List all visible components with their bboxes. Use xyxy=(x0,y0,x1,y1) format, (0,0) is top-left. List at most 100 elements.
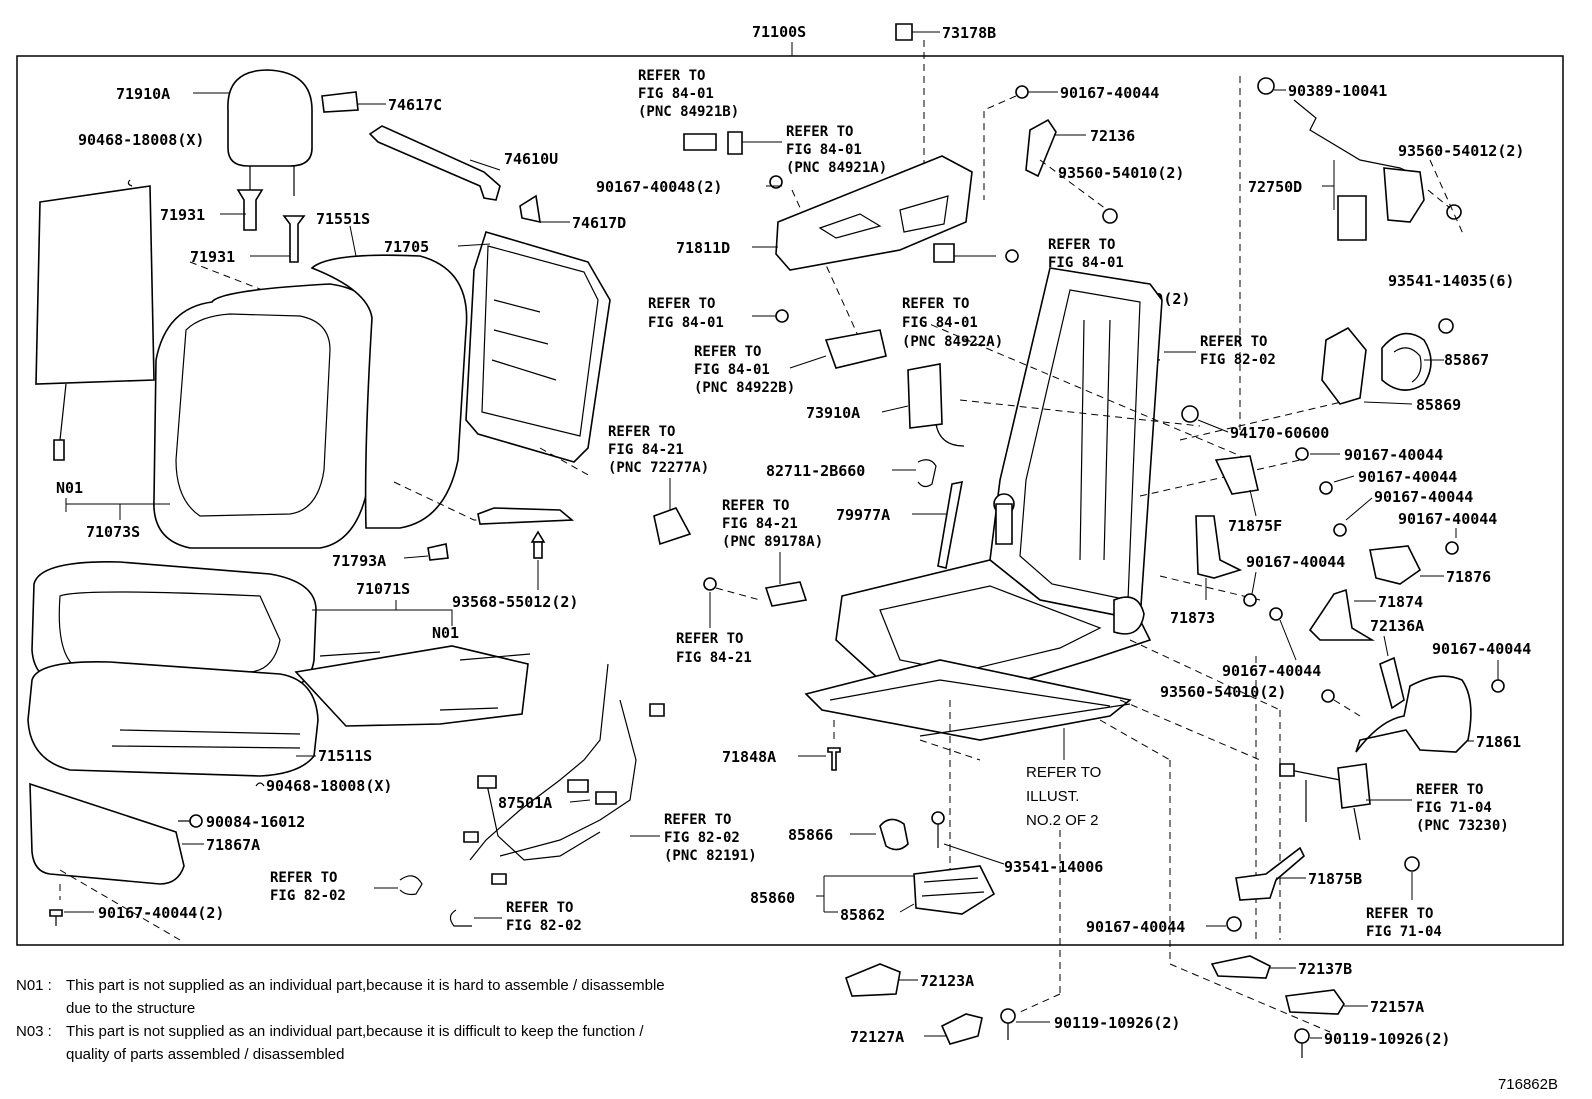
shield-part xyxy=(845,963,901,997)
part-label: 71705 xyxy=(384,238,429,256)
bushing-part xyxy=(1181,405,1199,423)
svg-text:REFER TO: REFER TO xyxy=(1026,764,1101,781)
part-label: 71551S xyxy=(316,210,370,228)
svg-text:FIG 84-21: FIG 84-21 xyxy=(676,650,752,666)
knob-part xyxy=(1379,656,1405,710)
screw-part xyxy=(1333,523,1347,537)
screw-part xyxy=(1226,916,1242,932)
part-label: N01 xyxy=(56,479,83,497)
side-cover-part xyxy=(1355,675,1472,753)
bolt-part xyxy=(703,577,717,591)
part-label: 93568-55012(2) xyxy=(452,593,578,611)
svg-text:FIG 71-04: FIG 71-04 xyxy=(1416,800,1492,816)
part-label: 74617D xyxy=(572,214,626,232)
svg-text:REFER TO: REFER TO xyxy=(1200,334,1267,350)
back-board-part xyxy=(35,185,155,385)
svg-text:REFER TO: REFER TO xyxy=(722,498,789,514)
svg-text:FIG 84-21: FIG 84-21 xyxy=(722,516,798,532)
footnote-text: This part is not supplied as an individu… xyxy=(66,977,665,994)
svg-text:FIG 84-01: FIG 84-01 xyxy=(694,362,770,378)
bolt-part xyxy=(530,530,546,559)
screw-part xyxy=(1491,679,1505,693)
seatback-frame-part xyxy=(465,231,611,463)
refer-note: REFER TO FIG 84-01 (PNC 84921B) xyxy=(638,68,739,120)
part-label: 72136A xyxy=(1370,617,1424,635)
svg-text:REFER TO: REFER TO xyxy=(1366,906,1433,922)
bolt-part xyxy=(49,909,63,926)
svg-text:FIG 82-02: FIG 82-02 xyxy=(506,918,582,934)
part-label: 71793A xyxy=(332,552,386,570)
part-label: 71875B xyxy=(1308,870,1362,888)
svg-text:FIG 84-01: FIG 84-01 xyxy=(1048,255,1124,271)
svg-text:(PNC 84921A): (PNC 84921A) xyxy=(786,160,887,176)
part-label: 72127A xyxy=(850,1028,904,1046)
cover-part xyxy=(321,91,359,113)
retainer-part xyxy=(827,747,841,771)
refer-note: REFER TO FIG 82-02 (PNC 82191) xyxy=(664,812,757,864)
seat-frame-part xyxy=(804,267,1163,741)
screw-part xyxy=(1319,481,1333,495)
refer-note: REFER TO FIG 84-01 xyxy=(648,296,724,331)
svg-text:REFER TO: REFER TO xyxy=(1048,237,1115,253)
knob-part xyxy=(727,131,743,155)
footnotes: N01 : This part is not supplied as an in… xyxy=(16,974,816,1066)
part-label: 71873 xyxy=(1170,609,1215,627)
bolt-part xyxy=(1294,1028,1310,1058)
part-label: 74617C xyxy=(388,96,442,114)
motor-part xyxy=(913,865,996,915)
part-label: 90468-18008(X) xyxy=(266,777,392,795)
part-label: 74610U xyxy=(504,150,558,168)
figure-code: 716862B xyxy=(1497,1076,1558,1093)
part-label: 90167-40044 xyxy=(1246,553,1345,571)
svg-text:FIG 84-21: FIG 84-21 xyxy=(608,442,684,458)
svg-text:FIG 84-01: FIG 84-01 xyxy=(648,315,724,331)
part-label: 82711-2B660 xyxy=(766,462,865,480)
part-label: 90167-40044 xyxy=(1060,84,1159,102)
svg-text:FIG 82-02: FIG 82-02 xyxy=(1200,352,1276,368)
svg-text:REFER TO: REFER TO xyxy=(786,124,853,140)
bracket-part xyxy=(933,243,955,263)
svg-text:REFER TO: REFER TO xyxy=(676,631,743,647)
svg-text:REFER TO: REFER TO xyxy=(270,870,337,886)
footnote-text: quality of parts assembled / disassemble… xyxy=(66,1046,345,1063)
screw-part xyxy=(1015,85,1029,99)
seatback-cover-part xyxy=(153,283,375,549)
recliner-part xyxy=(1321,326,1432,405)
footnote-text: This part is not supplied as an individu… xyxy=(66,1023,644,1040)
mat-part xyxy=(294,645,529,727)
svg-text:(PNC 72277A): (PNC 72277A) xyxy=(608,460,709,476)
part-label: 71875F xyxy=(1228,517,1282,535)
part-label: 85862 xyxy=(840,906,885,924)
support-part xyxy=(236,189,306,263)
svg-text:FIG 84-01: FIG 84-01 xyxy=(786,142,862,158)
bracket-part xyxy=(1214,455,1259,495)
part-label: 85866 xyxy=(788,826,833,844)
part-label: N01 xyxy=(432,624,459,642)
motor-part xyxy=(879,818,909,851)
knob-part xyxy=(1025,118,1057,178)
refer-note: REFER TO FIG 84-21 xyxy=(676,631,752,666)
part-label: 90167-40044 xyxy=(1222,662,1321,680)
module-part xyxy=(907,363,943,429)
part-label: 73178B xyxy=(942,24,996,42)
screw-part xyxy=(1295,447,1309,461)
svg-text:REFER TO: REFER TO xyxy=(902,296,969,312)
screw-part xyxy=(1438,318,1454,334)
bushing-part xyxy=(1257,77,1275,95)
part-label: 72136 xyxy=(1090,127,1135,145)
part-label: 72750D xyxy=(1248,178,1302,196)
shield-part xyxy=(1210,955,1271,979)
screw-part xyxy=(769,175,783,189)
nut-part xyxy=(1404,856,1420,872)
assembly-label: 71100S xyxy=(752,23,806,41)
svg-text:NO.2 OF 2: NO.2 OF 2 xyxy=(1026,812,1099,829)
part-label: 72157A xyxy=(1370,998,1424,1016)
refer-note: REFER TO FIG 82-02 xyxy=(506,900,582,934)
part-label: 90167-40044 xyxy=(1086,918,1185,936)
cover-part xyxy=(519,194,541,224)
part-label: 90389-10041 xyxy=(1288,82,1387,100)
part-label: 93541-14006 xyxy=(1004,858,1103,876)
handle-part xyxy=(368,125,501,201)
part-label: 90167-40044 xyxy=(1344,446,1443,464)
refer-note: REFER TO FIG 84-01 (PNC 84921A) xyxy=(786,124,887,176)
